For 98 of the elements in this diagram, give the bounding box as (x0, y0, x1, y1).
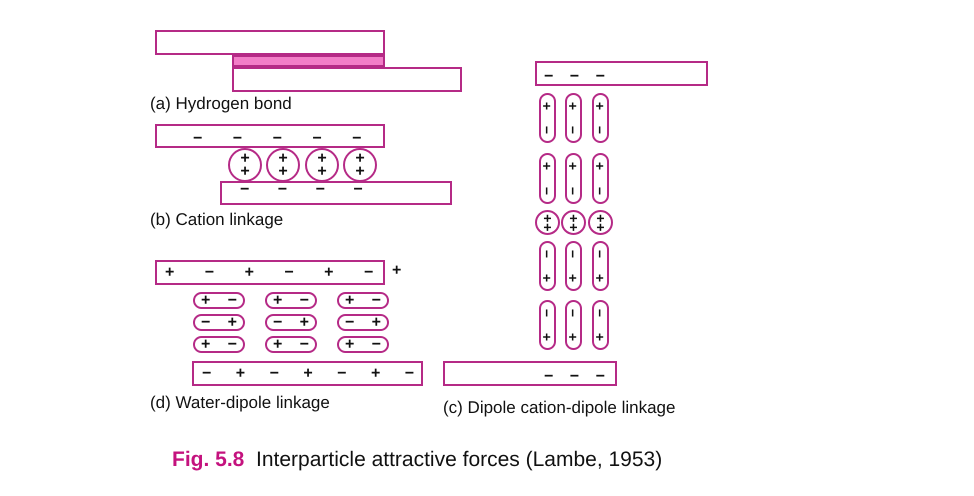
charge-sign: + + (596, 214, 606, 232)
water-dipole (565, 153, 582, 204)
charge-sign: + + (317, 152, 327, 178)
hydrogen-bond-layer (232, 55, 385, 67)
charge-sign: + + (240, 152, 250, 178)
figure-caption: Fig. 5.8 Interparticle attractive forces (Lambe, 1953) (172, 448, 662, 472)
clay-particle-plate (535, 61, 708, 86)
charge-sign: + (201, 294, 210, 308)
charge-sign: + − + − + − (165, 266, 374, 280)
water-dipole (337, 336, 389, 353)
water-dipole (565, 93, 582, 143)
charge-sign: − (594, 250, 608, 258)
cation-circle (305, 148, 339, 182)
cation-circle (588, 210, 613, 235)
charge-sign: + (372, 316, 381, 330)
charge-sign: + (228, 316, 237, 330)
charge-sign: − (566, 126, 580, 134)
panel-label: (c) Dipole cation-dipole linkage (443, 398, 676, 418)
charge-sign: + (345, 294, 354, 308)
charge-sign: + (300, 316, 309, 330)
charge-sign: − (566, 186, 580, 196)
charge-sign: + (201, 338, 210, 352)
cation-circle (561, 210, 586, 235)
charge-sign: + (540, 162, 554, 170)
charge-sign: + (566, 102, 580, 110)
charge-sign: − (201, 316, 210, 330)
clay-particle-plate (155, 30, 385, 55)
water-dipole (265, 314, 317, 331)
clay-particle-plate (443, 361, 617, 386)
charge-sign: + (540, 102, 554, 110)
charge-sign: + (273, 338, 282, 352)
charge-sign: − (372, 294, 381, 308)
charge-sign: − (228, 338, 237, 352)
charge-sign: − (566, 250, 580, 258)
water-dipole (193, 292, 245, 309)
charge-sign: + (273, 294, 282, 308)
water-dipole (592, 300, 609, 350)
water-dipole (592, 93, 609, 143)
water-dipole (592, 241, 609, 291)
clay-particle-plate (192, 361, 423, 386)
charge-sign: + + (568, 214, 578, 232)
charge-sign: + (566, 274, 580, 282)
charge-sign: + (594, 102, 608, 110)
cation-circle (535, 210, 560, 235)
charge-sign: + (594, 162, 608, 170)
charge-sign: − (540, 250, 554, 258)
charge-sign: − (345, 316, 354, 330)
water-dipole (337, 292, 389, 309)
charge-sign: + (540, 274, 554, 282)
charge-sign: − + − + − + − (202, 366, 414, 380)
water-dipole (539, 241, 556, 291)
charge-sign: − − − − − (193, 132, 362, 146)
water-dipole (592, 153, 609, 204)
clay-particle-plate (155, 260, 385, 285)
charge-sign: − (540, 186, 554, 196)
water-dipole (539, 300, 556, 350)
charge-sign: − (300, 294, 309, 308)
charge-sign: − (228, 294, 237, 308)
charge-sign: − (566, 308, 580, 318)
charge-sign: − (540, 308, 554, 318)
cation-circle (343, 148, 377, 182)
charge-sign: − (594, 308, 608, 318)
charge-sign: − (300, 338, 309, 352)
charge-sign: + (594, 274, 608, 282)
charge-sign: − (594, 186, 608, 196)
charge-sign: + + (542, 214, 552, 232)
water-dipole (565, 300, 582, 350)
panel-label: (a) Hydrogen bond (150, 94, 292, 114)
charge-sign: + (566, 162, 580, 170)
water-dipole (265, 336, 317, 353)
water-dipole (337, 314, 389, 331)
water-dipole (193, 336, 245, 353)
water-dipole (539, 153, 556, 204)
charge-sign: − − − − (240, 183, 363, 197)
charge-sign: + (566, 332, 580, 342)
panel-label: (d) Water-dipole linkage (150, 393, 330, 413)
water-dipole (565, 241, 582, 291)
water-dipole (539, 93, 556, 143)
charge-sign: + (392, 262, 402, 280)
charge-sign: − (273, 316, 282, 330)
water-dipole (265, 292, 317, 309)
charge-sign: + (594, 332, 608, 342)
charge-sign: − − − (544, 370, 605, 384)
charge-sign: + + (355, 152, 365, 178)
charge-sign: − − − (544, 70, 605, 84)
clay-particle-plate (232, 67, 462, 92)
charge-sign: − (540, 126, 554, 134)
charge-sign: + (345, 338, 354, 352)
panel-label: (b) Cation linkage (150, 210, 284, 230)
cation-circle (228, 148, 262, 182)
water-dipole (193, 314, 245, 331)
cation-circle (266, 148, 300, 182)
charge-sign: − (372, 338, 381, 352)
charge-sign: − (594, 126, 608, 134)
clay-particle-plate (220, 181, 452, 205)
charge-sign: + + (278, 152, 288, 178)
clay-particle-plate (155, 124, 385, 148)
charge-sign: + (540, 332, 554, 342)
